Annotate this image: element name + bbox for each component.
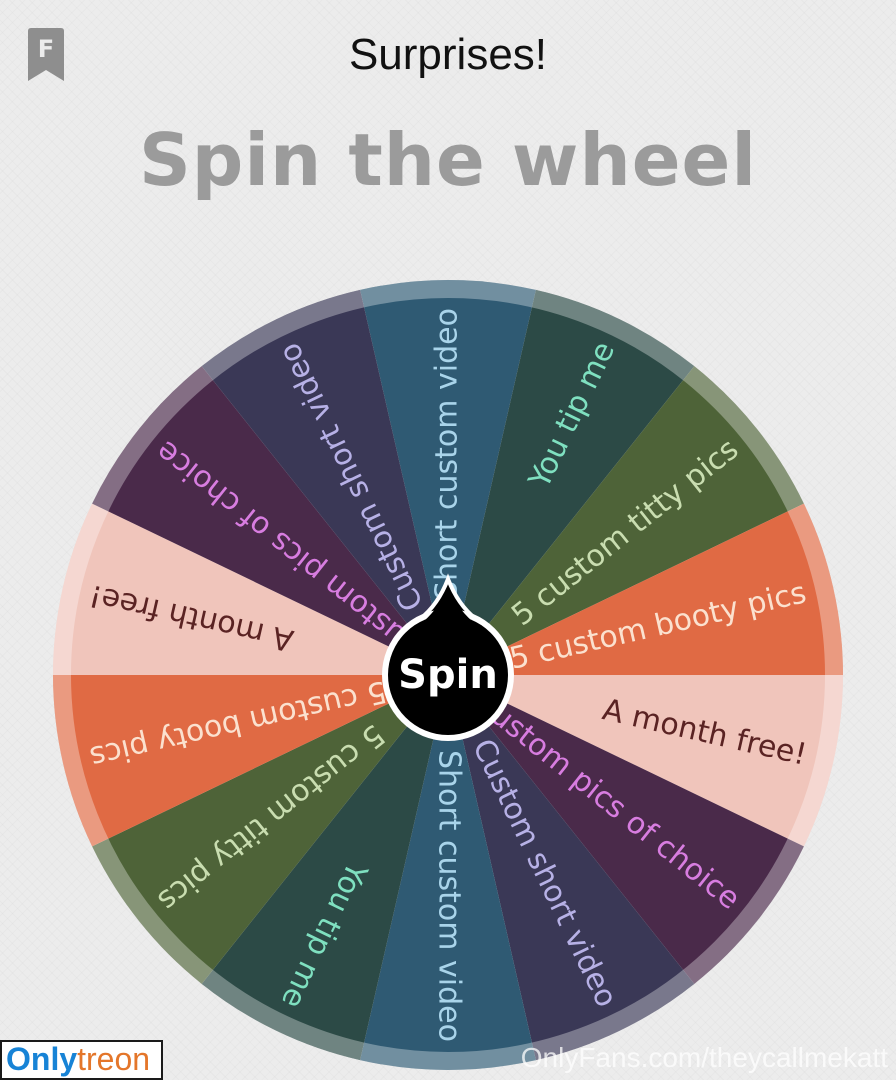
onlytreon-logo: Onlytreon xyxy=(0,1040,163,1080)
spin-button[interactable]: Spin xyxy=(382,573,514,741)
watermark-text: OnlyFans.com/theycallmekatt xyxy=(520,1042,888,1073)
app-icon-letter: F xyxy=(38,35,54,63)
wheel-segment xyxy=(53,675,448,847)
bookmark-f-icon[interactable]: F xyxy=(25,27,67,83)
wheel-segment xyxy=(448,366,804,675)
top-bar: F Surprises! xyxy=(0,0,896,110)
wheel-segment xyxy=(201,675,448,1061)
wheel-segment xyxy=(448,289,695,675)
wheel-segment xyxy=(201,289,448,675)
wheel-segment xyxy=(448,675,695,1061)
wheel-segment-label: Short custom video xyxy=(432,750,467,1042)
wheel-segment xyxy=(92,675,449,984)
spin-button-label: Spin xyxy=(398,652,498,698)
pointer-fill xyxy=(424,585,472,621)
wheel-segment xyxy=(53,503,448,675)
wheel-segment xyxy=(448,503,843,675)
wheel-segment xyxy=(448,675,804,984)
spin-the-wheel-heading: Spin the wheel xyxy=(138,118,758,202)
wheel-segment xyxy=(448,675,843,847)
wheel-rim xyxy=(53,280,843,1070)
wheel-segment xyxy=(92,366,449,675)
page-title: Surprises! xyxy=(348,30,548,79)
spin-button-core xyxy=(388,615,508,735)
logo-part-treon: treon xyxy=(77,1041,151,1077)
wheel-segment xyxy=(360,675,536,1071)
wheel-segment xyxy=(360,279,536,675)
wheel-segment-label: Short custom video xyxy=(430,308,465,600)
logo-part-only: Only xyxy=(6,1041,78,1077)
